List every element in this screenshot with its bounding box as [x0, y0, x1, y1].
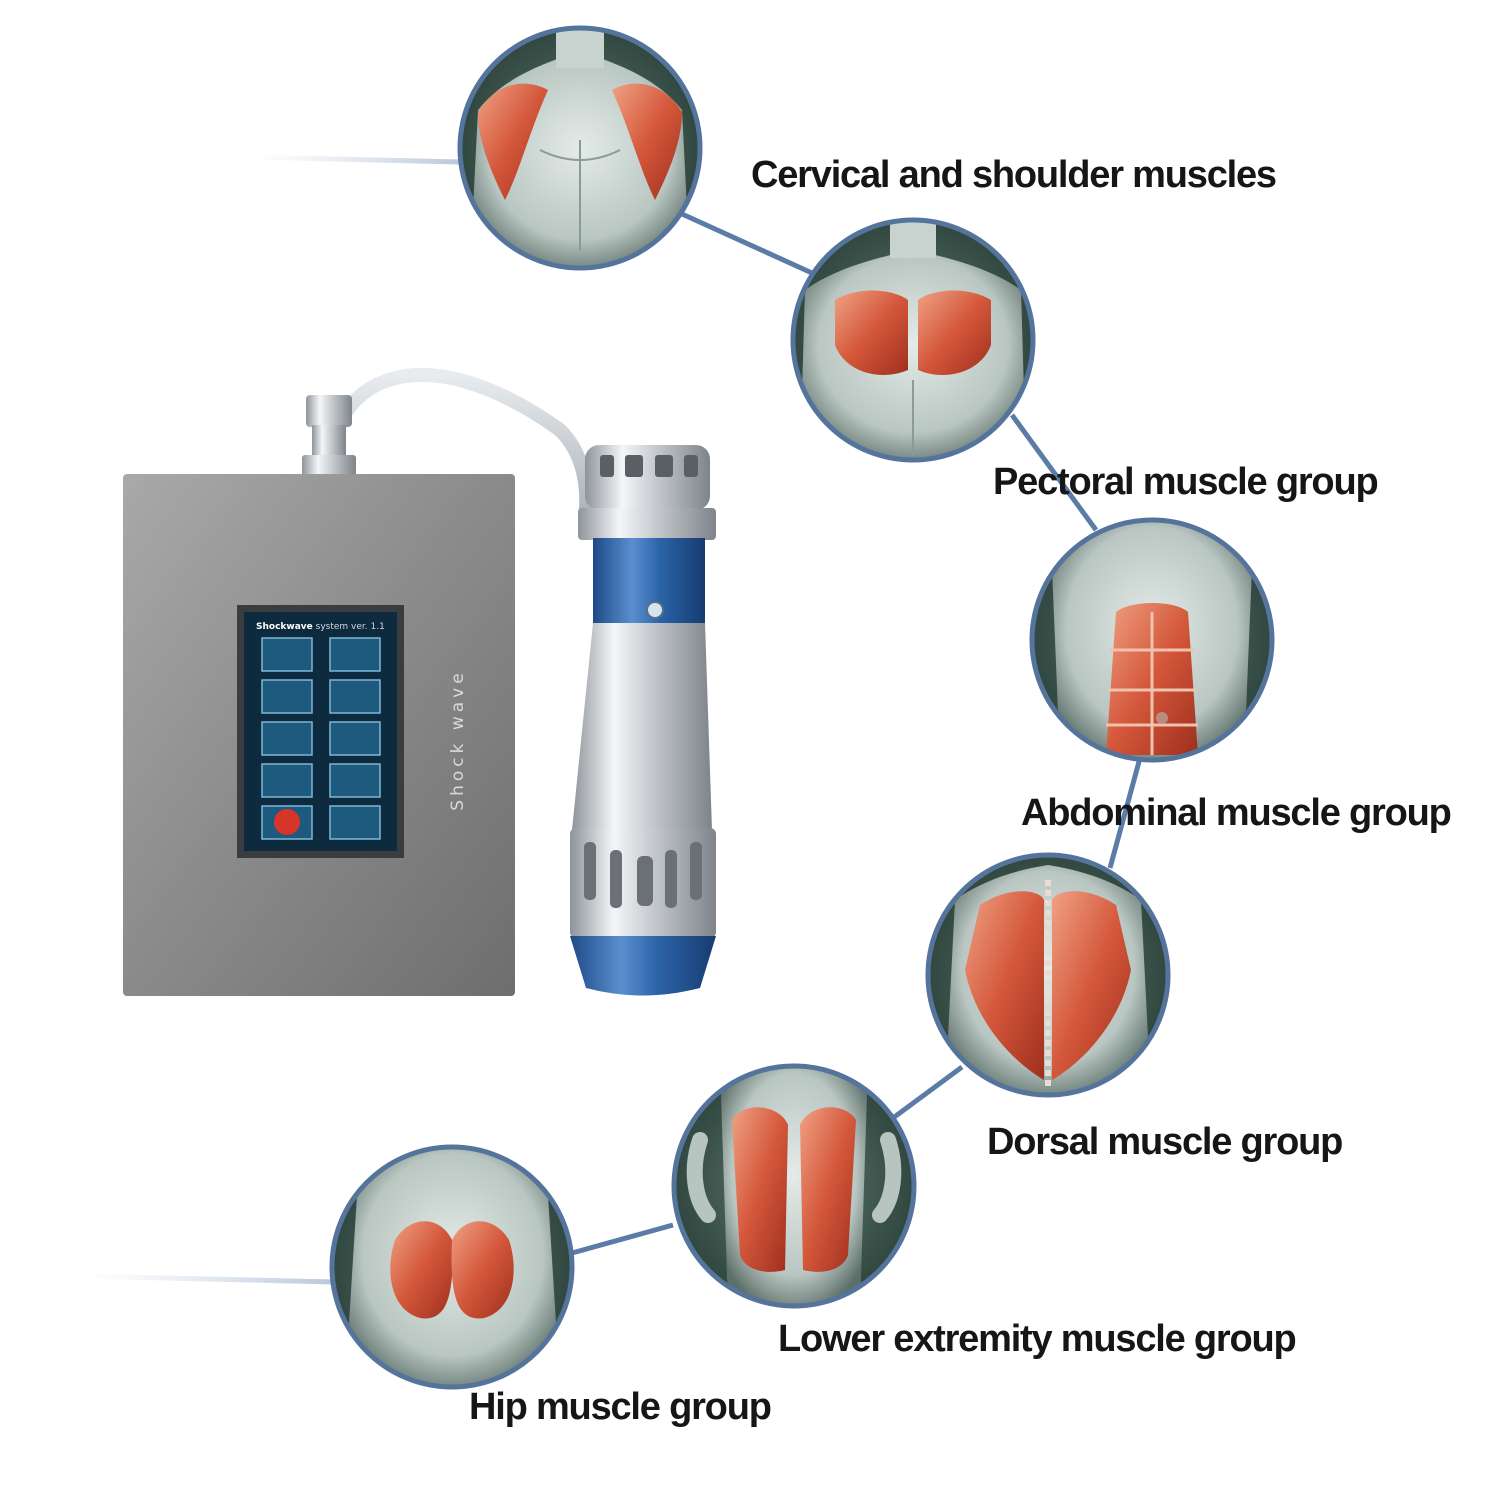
label-abdominal: Abdominal muscle group — [1021, 792, 1452, 834]
label-lower-extremity: Lower extremity muscle group — [778, 1318, 1297, 1360]
screen-tile-highlight — [274, 809, 300, 835]
screen-title-bold: Shockwave — [256, 622, 313, 632]
handpiece-collar — [578, 508, 716, 540]
gluteal-muscles-icon — [329, 1144, 575, 1390]
applicator-tip — [570, 936, 716, 996]
power-button[interactable] — [646, 601, 664, 619]
screen-title-version: system ver. 1.1 — [315, 622, 385, 632]
pectoral-muscles-icon — [790, 217, 1036, 463]
abdominal-muscles-icon — [1029, 517, 1275, 763]
label-pectoral: Pectoral muscle group — [993, 461, 1379, 503]
label-dorsal: Dorsal muscle group — [987, 1121, 1343, 1163]
shockwave-handpiece — [570, 445, 716, 996]
handpiece-grip — [572, 623, 712, 830]
lead-line-top — [249, 154, 461, 165]
shockwave-control-unit — [123, 367, 594, 996]
dorsal-muscles-icon — [925, 852, 1171, 1098]
cap-vents — [600, 455, 698, 477]
head-vents — [584, 842, 702, 908]
shoulder-muscles-icon — [457, 25, 703, 271]
label-hip: Hip muscle group — [469, 1386, 772, 1428]
connector-top — [306, 395, 352, 427]
screen-tiles — [261, 637, 381, 840]
connector-lines — [571, 211, 1143, 1256]
lead-line-bottom — [79, 1273, 335, 1285]
label-cervical-shoulder: Cervical and shoulder muscles — [751, 154, 1277, 196]
connector-base — [302, 455, 356, 477]
handpiece-cap — [585, 445, 710, 510]
screen-title: Shockwave system ver. 1.1 — [256, 622, 385, 632]
thigh-muscles-icon — [671, 1063, 917, 1309]
device-brand-text: Shock wave — [448, 669, 468, 811]
